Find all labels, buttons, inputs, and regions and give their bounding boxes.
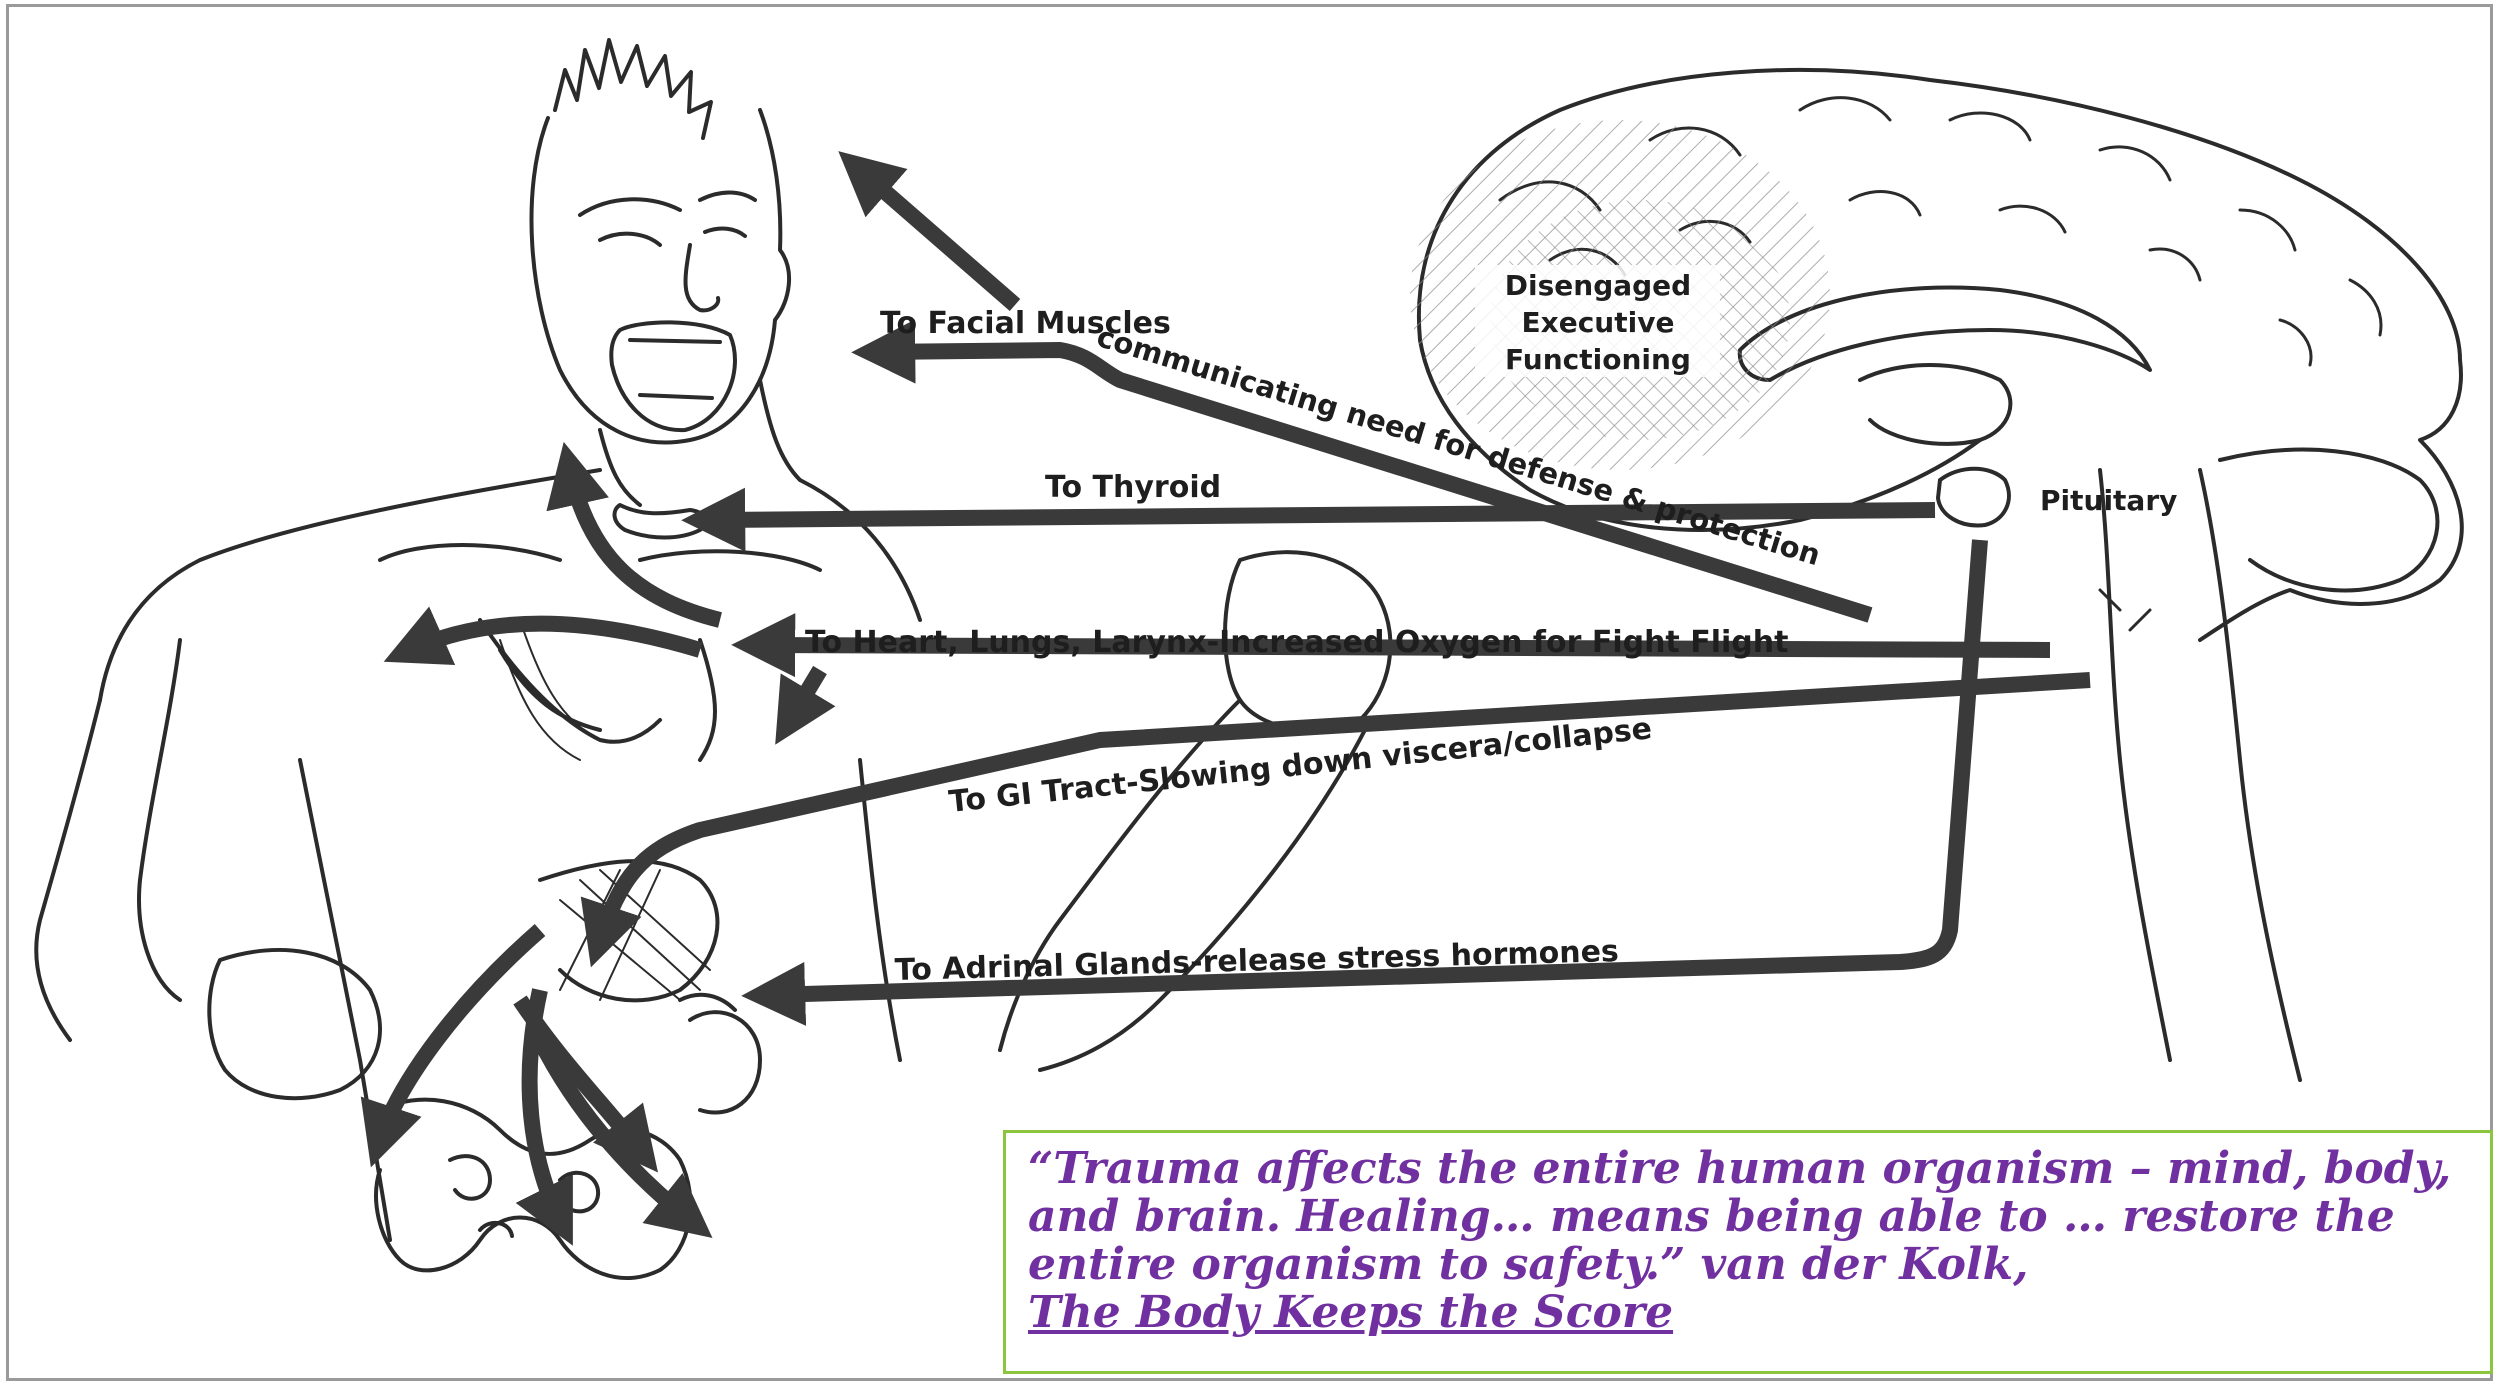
left-arm bbox=[36, 700, 100, 1040]
thalamus bbox=[1860, 365, 2010, 444]
quote-book-title: The Body Keeps the Score bbox=[1028, 1287, 1673, 1338]
stomach-hatch bbox=[560, 870, 710, 1000]
pituitary-gland bbox=[1938, 469, 2009, 526]
teeth bbox=[630, 340, 720, 398]
left-brow bbox=[580, 199, 680, 215]
torso-right bbox=[860, 760, 900, 1060]
left-arm-inner bbox=[139, 640, 180, 1000]
right-eye bbox=[705, 229, 745, 236]
arrow-to-neck bbox=[570, 470, 720, 620]
head bbox=[531, 110, 789, 442]
kidney bbox=[690, 1012, 760, 1112]
right-shoulder bbox=[800, 480, 920, 620]
arrow-to-head bbox=[860, 170, 1015, 305]
label-thyroid: To Thyroid bbox=[1045, 470, 1221, 505]
quote-box: “Trauma affects the entire human organis… bbox=[1003, 1130, 2493, 1374]
arrow-gi-branch-1 bbox=[380, 930, 540, 1140]
left-eye bbox=[600, 234, 660, 245]
intestine-loops bbox=[450, 1156, 598, 1236]
lungs bbox=[500, 620, 600, 760]
quote-body: “Trauma affects the entire human organis… bbox=[1028, 1143, 2451, 1290]
label-executive-3: Functioning bbox=[1505, 343, 1691, 376]
arrow-to-heart bbox=[790, 670, 820, 720]
nose bbox=[686, 245, 719, 310]
brainstem-arrows bbox=[2100, 590, 2150, 630]
label-heart-lungs: To Heart, Lungs, Larynx-Increased Oxygen… bbox=[805, 625, 1788, 660]
right-brow bbox=[700, 193, 755, 201]
quote-text: “Trauma affects the entire human organis… bbox=[1028, 1145, 2466, 1337]
arrow-to-gi-tract bbox=[600, 680, 2090, 940]
thyroid-organ bbox=[615, 505, 707, 538]
cerebellum bbox=[2220, 450, 2437, 591]
brainstem bbox=[2100, 470, 2300, 1080]
hair bbox=[555, 40, 711, 138]
label-executive-2: Executive bbox=[1522, 306, 1675, 339]
arrow-to-left-lung bbox=[410, 624, 700, 650]
label-executive-1: Disengaged bbox=[1505, 269, 1691, 302]
label-pituitary: Pituitary bbox=[2040, 484, 2177, 517]
adrenal-gland bbox=[680, 995, 735, 1010]
